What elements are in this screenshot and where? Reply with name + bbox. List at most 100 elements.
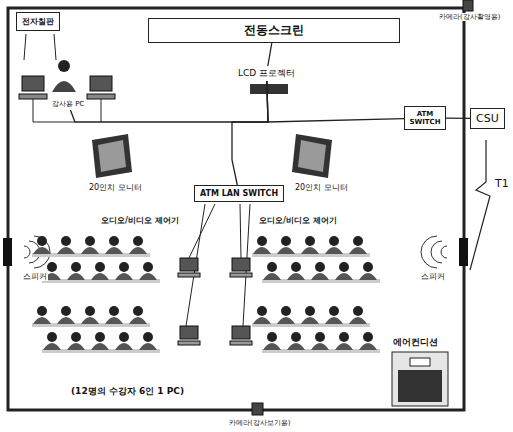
air-conditioner-vent bbox=[398, 370, 442, 402]
student-head bbox=[109, 236, 119, 246]
student-head bbox=[305, 306, 315, 316]
sound-wave bbox=[34, 236, 50, 268]
student-body bbox=[139, 343, 157, 350]
student-keyboard bbox=[178, 273, 200, 277]
student-body bbox=[115, 343, 133, 350]
callout-label: 20인치 모니터 bbox=[294, 183, 349, 192]
student-body bbox=[301, 247, 319, 254]
pc-monitor bbox=[22, 76, 44, 91]
device-box: ATM LAN SWITCH bbox=[194, 185, 284, 202]
student-head bbox=[37, 236, 47, 246]
network-cable bbox=[240, 204, 241, 258]
student-pc bbox=[232, 258, 250, 271]
student-head bbox=[37, 306, 47, 316]
student-body bbox=[325, 247, 343, 254]
student-body bbox=[301, 317, 319, 324]
network-cable bbox=[189, 204, 215, 258]
node-text: ATM SWITCH bbox=[407, 110, 443, 126]
student-body bbox=[263, 343, 281, 350]
student-body bbox=[349, 247, 367, 254]
student-body bbox=[129, 317, 147, 324]
device-box: CSU bbox=[470, 108, 505, 129]
student-head bbox=[119, 262, 129, 272]
device-label: LCD 프로젝터 bbox=[236, 66, 297, 81]
student-body bbox=[67, 343, 85, 350]
student-body bbox=[105, 317, 123, 324]
student-body bbox=[67, 273, 85, 280]
student-head bbox=[95, 262, 105, 272]
student-body bbox=[253, 317, 271, 324]
sound-wave bbox=[441, 246, 447, 258]
student-body bbox=[91, 273, 109, 280]
student-head bbox=[267, 262, 277, 272]
student-head bbox=[119, 332, 129, 342]
student-head bbox=[85, 306, 95, 316]
callout-label: 오디오/비디오 제어기 bbox=[100, 216, 180, 225]
student-head bbox=[61, 236, 71, 246]
room-wall bbox=[8, 8, 464, 410]
student-body bbox=[57, 317, 75, 324]
network-link bbox=[268, 43, 272, 66]
projector-body bbox=[250, 84, 288, 94]
student-body bbox=[287, 343, 305, 350]
pc-keyboard bbox=[87, 94, 115, 99]
student-body bbox=[263, 273, 281, 280]
network-link bbox=[70, 81, 268, 122]
t1-line bbox=[470, 140, 490, 270]
student-body bbox=[81, 317, 99, 324]
student-body bbox=[349, 317, 367, 324]
student-head bbox=[257, 306, 267, 316]
callout-label: 카메라(강사촬영용) bbox=[438, 13, 501, 21]
student-body bbox=[91, 343, 109, 350]
monitor-screen bbox=[98, 140, 126, 172]
student-body bbox=[105, 247, 123, 254]
student-body bbox=[311, 343, 329, 350]
large-monitor bbox=[92, 134, 132, 178]
student-head bbox=[353, 236, 363, 246]
sound-wave bbox=[24, 246, 30, 258]
callout-label: 카메라(강사보기용) bbox=[228, 419, 291, 427]
student-head bbox=[85, 236, 95, 246]
student-body bbox=[287, 273, 305, 280]
network-link bbox=[446, 118, 470, 120]
student-head bbox=[47, 262, 57, 272]
node-text: 강사용 PC bbox=[52, 99, 84, 109]
student-head bbox=[339, 332, 349, 342]
student-keyboard bbox=[230, 273, 252, 277]
student-head bbox=[71, 332, 81, 342]
student-head bbox=[47, 332, 57, 342]
student-head bbox=[61, 306, 71, 316]
student-head bbox=[95, 332, 105, 342]
callout-label: (12명의 수강자 6인 1 PC) bbox=[70, 386, 185, 396]
student-head bbox=[133, 306, 143, 316]
student-body bbox=[57, 247, 75, 254]
callout-label: 에어컨디션 bbox=[392, 337, 439, 347]
student-body bbox=[277, 247, 295, 254]
student-head bbox=[71, 262, 81, 272]
callout-label: 스피커 bbox=[420, 272, 446, 281]
instructor-body bbox=[52, 81, 76, 92]
student-head bbox=[281, 306, 291, 316]
sound-wave bbox=[431, 241, 442, 263]
student-body bbox=[277, 317, 295, 324]
callout-label: T1 bbox=[494, 178, 510, 191]
student-head bbox=[109, 306, 119, 316]
student-body bbox=[359, 273, 377, 280]
pc-monitor bbox=[90, 76, 112, 91]
student-head bbox=[353, 306, 363, 316]
node-text: LCD 프로젝터 bbox=[238, 67, 295, 80]
speaker-symbol bbox=[3, 238, 12, 266]
student-head bbox=[143, 262, 153, 272]
device-box: ATM SWITCH bbox=[404, 106, 446, 130]
network-link bbox=[232, 81, 268, 185]
student-head bbox=[363, 262, 373, 272]
student-body bbox=[139, 273, 157, 280]
student-body bbox=[43, 343, 61, 350]
speaker-symbol bbox=[459, 238, 468, 266]
node-text: ATM LAN SWITCH bbox=[200, 189, 278, 198]
student-body bbox=[253, 247, 271, 254]
monitor-screen bbox=[298, 140, 326, 172]
student-head bbox=[281, 236, 291, 246]
